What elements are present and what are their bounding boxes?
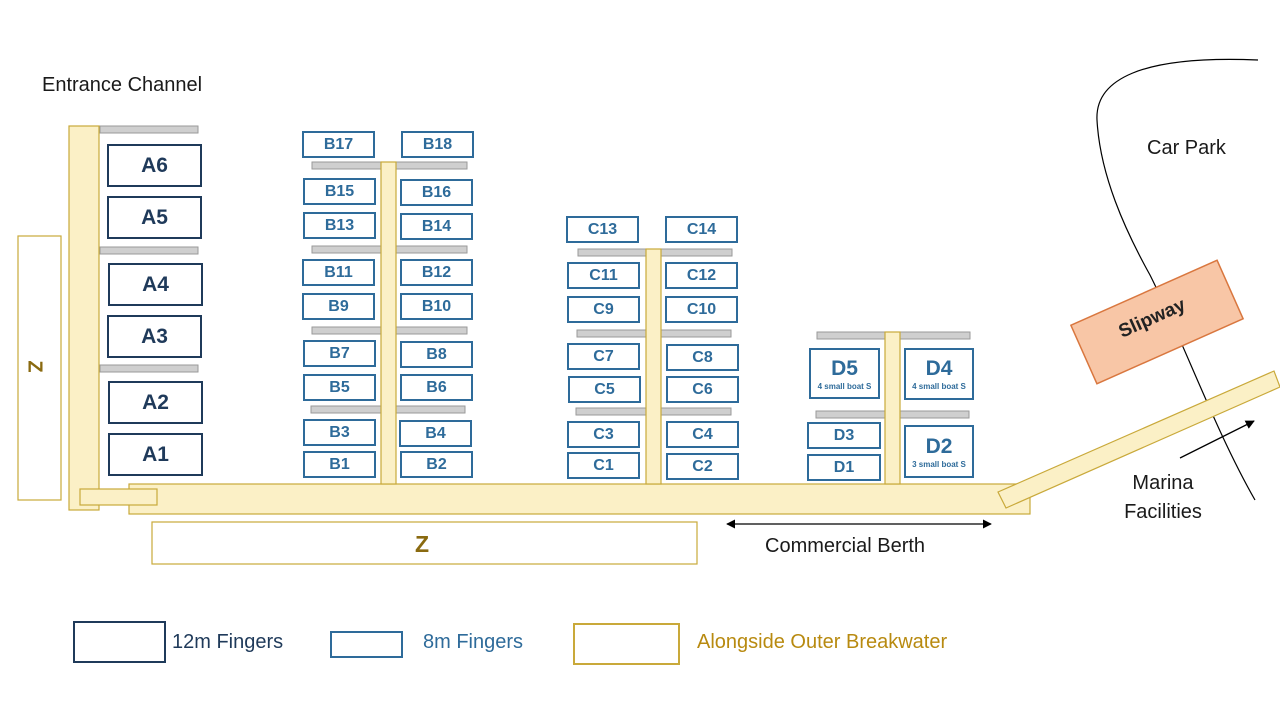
berth-b11[interactable]: B11: [302, 259, 375, 286]
berth-c13[interactable]: C13: [566, 216, 639, 243]
berth-b5[interactable]: B5: [303, 374, 376, 401]
berth-b10[interactable]: B10: [400, 293, 473, 320]
berth-d4[interactable]: D4 4 small boat S: [904, 348, 974, 400]
berth-b2[interactable]: B2: [400, 451, 473, 478]
zone-bottom-box: [151, 521, 698, 565]
zone-bottom-label: Z: [415, 531, 430, 557]
berth-a6[interactable]: A6: [107, 144, 202, 187]
berth-c3[interactable]: C3: [567, 421, 640, 448]
pontoon-d-spine: [884, 331, 901, 485]
pontoons: [17, 125, 1280, 565]
marina-facilities-line1: Marina: [1132, 472, 1194, 494]
berth-a1[interactable]: A1: [108, 433, 203, 476]
legend-8m-swatch: [330, 631, 403, 658]
berth-b6[interactable]: B6: [400, 374, 473, 401]
berth-d4-label: D4: [925, 357, 953, 380]
berth-a3[interactable]: A3: [107, 315, 202, 358]
pontoon-c-spine: [645, 248, 662, 485]
berth-d2[interactable]: D2 3 small boat S: [904, 425, 974, 478]
east-pontoon: [997, 370, 1280, 509]
pontoon-b-spine: [380, 161, 397, 485]
berth-b16[interactable]: B16: [400, 179, 473, 206]
berth-d2-note: 3 small boat S: [912, 459, 966, 469]
entrance-channel-label: Entrance Channel: [42, 74, 203, 96]
slipway-ramp: [1069, 259, 1245, 385]
berth-c7[interactable]: C7: [567, 343, 640, 370]
car-park-label: Car Park: [1147, 137, 1226, 159]
main-pontoon: [128, 483, 1031, 515]
berth-c2[interactable]: C2: [666, 453, 739, 480]
legend-12m-label: 12m Fingers: [172, 631, 284, 653]
berth-c11[interactable]: C11: [567, 262, 640, 289]
berth-d5-note: 4 small boat S: [817, 381, 872, 391]
berth-b1[interactable]: B1: [303, 451, 376, 478]
berth-b15[interactable]: B15: [303, 178, 376, 205]
commercial-berth-label: Commercial Berth: [765, 535, 926, 557]
coastline: [1096, 58, 1259, 501]
marina-facilities-line2: Facilities: [1124, 501, 1202, 523]
berth-d1[interactable]: D1: [807, 454, 881, 481]
marina-facilities-label: Marina Facilities: [1115, 469, 1211, 527]
legend-12m-swatch: [73, 621, 166, 663]
berth-b13[interactable]: B13: [303, 212, 376, 239]
berth-b4[interactable]: B4: [399, 420, 472, 447]
berth-b17[interactable]: B17: [302, 131, 375, 158]
berth-c8[interactable]: C8: [666, 344, 739, 371]
berth-b8[interactable]: B8: [400, 341, 473, 368]
berth-d4-note: 4 small boat S: [912, 382, 966, 391]
berth-b14[interactable]: B14: [400, 213, 473, 240]
berth-c14[interactable]: C14: [665, 216, 738, 243]
berth-c4[interactable]: C4: [666, 421, 739, 448]
berth-d3[interactable]: D3: [807, 422, 881, 449]
legend-breakwater-swatch: [573, 623, 680, 665]
berth-a2[interactable]: A2: [108, 381, 203, 424]
berth-c10[interactable]: C10: [665, 296, 738, 323]
berth-c5[interactable]: C5: [568, 376, 641, 403]
berth-a4[interactable]: A4: [108, 263, 203, 306]
zone-left-box: [17, 235, 62, 501]
berth-c1[interactable]: C1: [567, 452, 640, 479]
berth-b3[interactable]: B3: [303, 419, 376, 446]
berth-c12[interactable]: C12: [665, 262, 738, 289]
berth-b9[interactable]: B9: [302, 293, 375, 320]
west-pontoon-joint: [79, 488, 158, 506]
berth-c9[interactable]: C9: [567, 296, 640, 323]
berth-b18[interactable]: B18: [401, 131, 474, 158]
zone-left-label: Z: [23, 360, 46, 373]
legend-8m-label: 8m Fingers: [423, 631, 524, 653]
berth-b7[interactable]: B7: [303, 340, 376, 367]
berth-c6[interactable]: C6: [666, 376, 739, 403]
west-pontoon: [68, 125, 100, 511]
legend-breakwater-label: Alongside Outer Breakwater: [697, 631, 948, 653]
berth-a5[interactable]: A5: [107, 196, 202, 239]
berth-d2-label: D2: [925, 434, 953, 458]
berth-d5[interactable]: D5 4 small boat S: [809, 348, 880, 399]
berth-b12[interactable]: B12: [400, 259, 473, 286]
marina-facilities-arrow: [1179, 420, 1255, 459]
berth-d5-label: D5: [831, 356, 858, 380]
